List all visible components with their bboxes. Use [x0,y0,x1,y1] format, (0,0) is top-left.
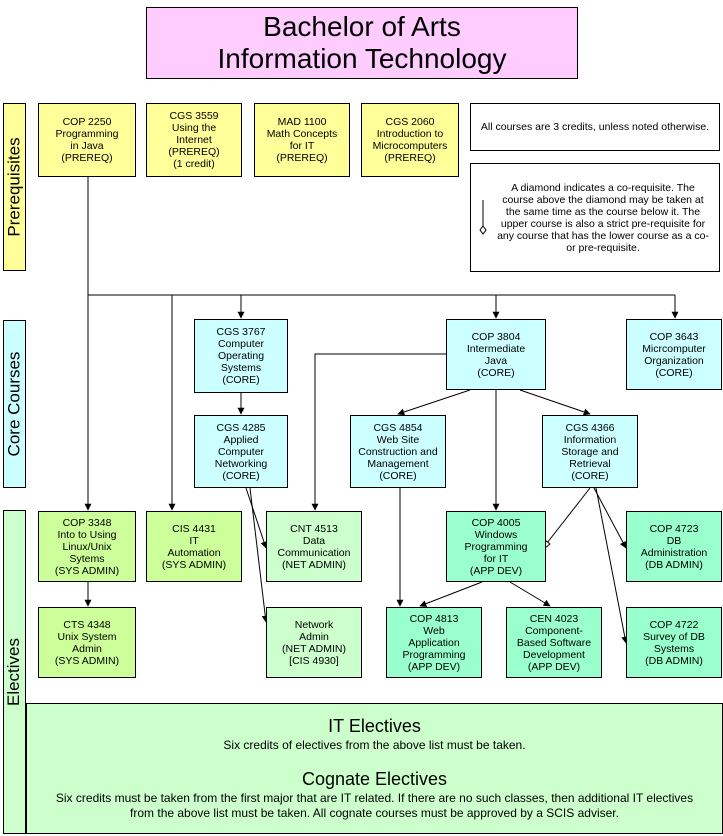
section-label-electives: Electives [3,510,26,834]
course-cop4722: COP 4722 Survey of DB Systems (DB ADMIN) [626,607,722,678]
line-cop3804-to-cgs4366 [519,389,591,416]
note-credits: All courses are 3 credits, unless noted … [470,103,720,151]
course-cop4813: COP 4813 Web Application Programming (AP… [386,607,482,678]
course-cen4023: CEN 4023 Component- Based Software Devel… [506,607,602,678]
course-network-admin: Network Admin (NET ADMIN) [CIS 4930] [266,607,362,678]
line-cop4005-to-cop4813 [419,581,483,607]
title-line-1: Bachelor of Arts [263,11,461,42]
line-cgs4366-to-cop4722 [595,487,629,644]
note-diamond: A diamond indicates a co-requisite. The … [470,163,720,272]
cognate-electives-text: Six credits must be taken from the first… [55,791,694,820]
line-cop3804-to-cgs4854 [397,389,471,416]
line-cgs4285-to-netadmin [249,487,269,623]
course-cop2250: COP 2250 Programming in Java (PREREQ) [38,103,136,177]
line-cop3804-to-cnt4513 [311,353,446,511]
course-cop3348: COP 3348 Into to Using Linux/Unix Sytems… [38,511,136,582]
electives-info-panel: IT Electives Six credits of electives fr… [26,703,723,834]
course-cgs3767: CGS 3767 Computer Operating Systems (COR… [194,319,288,393]
section-label-core-courses: Core Courses [3,320,26,488]
course-cgs4285: CGS 4285 Applied Computer Networking (CO… [194,415,288,488]
course-cgs4854: CGS 4854 Web Site Construction and Manag… [350,415,446,488]
course-cis4431: CIS 4431 IT Automation (SYS ADMIN) [146,511,242,582]
course-cgs4366: CGS 4366 Information Storage and Retriev… [542,415,638,488]
corequisite-legend-icon [479,200,487,235]
cognate-electives-heading: Cognate Electives [301,769,448,789]
course-cgs2060: CGS 2060 Introduction to Microcomputers … [361,103,459,177]
course-cop4723: COP 4723 DB Administration (DB ADMIN) [626,511,722,582]
line-cgs4366-to-cop4723 [593,487,627,549]
course-cop4005: COP 4005 Windows Programming for IT (APP… [446,511,546,582]
course-cgs3559: CGS 3559 Using the Internet (PREREQ) (1 … [146,103,242,177]
course-cop3643: COP 3643 Micrcomputer Organization (CORE… [626,319,722,390]
section-label-prerequisites: Prerequisites [3,103,26,271]
course-cnt4513: CNT 4513 Data Communication (NET ADMIN) [266,511,362,582]
line-cgs4366-to-cop4005 [546,487,591,544]
course-cts4348: CTS 4348 Unix System Admin (SYS ADMIN) [38,607,136,678]
line-cop4005-to-cen4023 [509,581,551,607]
course-cop3804: COP 3804 Intermediate Java (CORE) [446,319,546,390]
course-mad1100: MAD 1100 Math Concepts for IT (PREREQ) [254,103,350,177]
page-title: Bachelor of Arts Information Technology [146,7,578,79]
it-electives-heading: IT Electives [328,716,421,736]
it-electives-text: Six credits of electives from the above … [223,738,526,752]
line-cgs4285-to-cnt4513 [245,487,268,549]
title-line-2: Information Technology [217,43,507,74]
note-diamond-text: A diamond indicates a co-requisite. The … [497,181,709,254]
